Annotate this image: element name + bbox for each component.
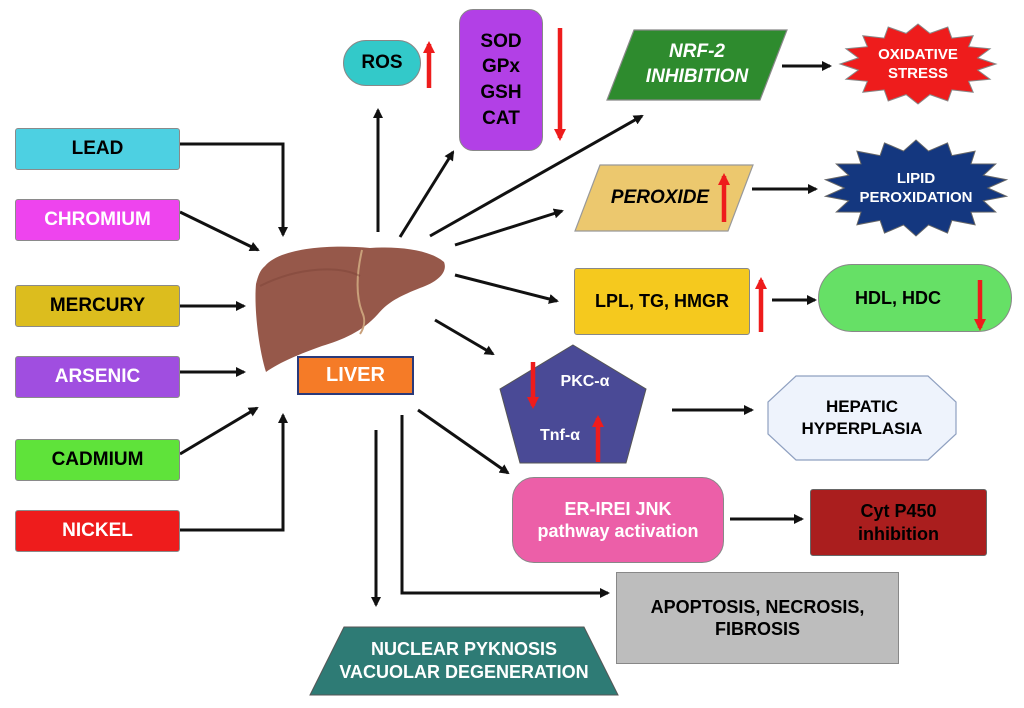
oxidative-line2: STRESS (887, 65, 948, 82)
arrow-lead-liver (180, 142, 288, 237)
antioxidant-cat: CAT (482, 107, 520, 129)
nuclear-pyknosis-node: NUCLEAR PYKNOSIS VACUOLAR DEGENERATION (308, 625, 620, 697)
lead-box: LEAD (15, 128, 180, 170)
liver-label: LIVER (297, 356, 414, 395)
arrow-nickel-liver (180, 413, 288, 532)
mercury-box: MERCURY (15, 285, 180, 327)
nickel-box: NICKEL (15, 510, 180, 552)
antioxidant-sod: SOD (480, 30, 522, 52)
nrf2-line1: NRF-2 (669, 41, 725, 63)
lipids-box: LPL, TG, HMGR (574, 268, 750, 335)
cadmium-box: CADMIUM (15, 439, 180, 481)
oxidative-line1: OXIDATIVE (878, 45, 958, 63)
antioxidant-gsh: GSH (480, 82, 522, 103)
apoptosis-box: APOPTOSIS, NECROSIS,FIBROSIS (616, 572, 899, 664)
ros-box: ROS (343, 40, 421, 86)
arrow-liver-erjnk (417, 408, 510, 475)
cyp450-line2: inhibition (858, 523, 939, 544)
apoptosis-line2: FIBROSIS (714, 619, 800, 639)
cyp450-line1: Cyt P450 (860, 501, 937, 521)
er-jnk-line2: pathway activation (537, 521, 699, 541)
chromium-box: CHROMIUM (15, 199, 180, 241)
arrow-cadmium-liver (179, 406, 259, 456)
tnf-label: Tnf-α (539, 426, 581, 444)
hyperplasia-line1: HEPATIC (825, 396, 899, 416)
arrow-liver-antioxidants (398, 150, 455, 238)
nuclear-line2: VACUOLAR DEGENERATION (339, 662, 589, 682)
arrow-liver-nrf2 (429, 114, 644, 238)
antioxidant-gpx: GPx (481, 56, 521, 78)
arrow-chromium-liver (179, 210, 260, 252)
pkc-tnf-node: PKC-α Tnf-α (498, 343, 648, 465)
arrow-liver-lipids (454, 273, 559, 304)
nuclear-line1: NUCLEAR PYKNOSIS (370, 638, 558, 659)
er-jnk-line1: ER-IREI JNK (564, 498, 672, 519)
liver-organ-icon (255, 246, 445, 372)
antioxidants-box: SOD GPx GSH CAT (459, 9, 543, 151)
hepatic-hyperplasia-node: HEPATIC HYPERPLASIA (766, 374, 958, 462)
pkc-label: PKC-α (560, 372, 610, 390)
arsenic-box: ARSENIC (15, 356, 180, 398)
lipid-peroxidation-node: LIPID PEROXIDATION (822, 138, 1010, 238)
hyperplasia-line2: HYPERPLASIA (801, 419, 923, 438)
lipid-line1: LIPID (896, 169, 936, 187)
arrow-liver-peroxide (454, 208, 564, 247)
nrf2-line2: INHIBITION (645, 66, 749, 87)
apoptosis-line1: APOPTOSIS, NECROSIS, (650, 596, 865, 617)
peroxide-node: PEROXIDE (574, 163, 754, 233)
arrow-liver-pkc (434, 318, 495, 356)
oxidative-stress-node: OXIDATIVE STRESS (838, 22, 998, 106)
arrow-liver-apoptosis (400, 415, 610, 598)
peroxide-label: PEROXIDE (610, 186, 710, 208)
lipid-line2: PEROXIDATION (859, 189, 973, 206)
